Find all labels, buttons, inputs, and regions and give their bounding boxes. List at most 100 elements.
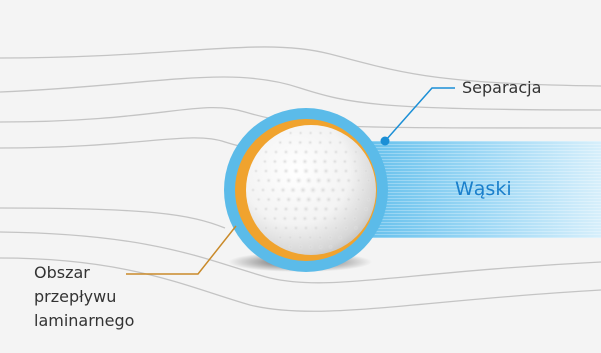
ball-dimple (343, 168, 349, 174)
ball-dimple (273, 168, 279, 174)
ball-dimple (333, 206, 339, 212)
ball-dimple (302, 205, 309, 212)
ball-dimple (272, 216, 278, 222)
ball-dimple (288, 245, 293, 250)
laminar-label-line2: przepływu (34, 287, 116, 306)
golf-ball-icon (246, 125, 376, 255)
ball-dimple (342, 159, 348, 165)
laminar-label-line1: Obszar (34, 263, 90, 282)
ball-dimple (335, 196, 342, 203)
ball-dimple (305, 196, 313, 204)
ball-dimple (288, 140, 293, 145)
ball-dimple (293, 206, 300, 213)
ball-dimple (292, 215, 298, 221)
ball-dimple (364, 207, 369, 212)
ball-dimple (270, 187, 276, 193)
ball-dimple (280, 187, 287, 194)
ball-dimple (353, 206, 358, 211)
ball-dimple (266, 197, 272, 203)
ball-dimple (293, 168, 300, 175)
ball-dimple (305, 177, 313, 185)
ball-dimple (262, 216, 267, 221)
ball-dimple (332, 215, 338, 221)
ball-dimple (307, 140, 313, 146)
ball-dimple (298, 131, 303, 136)
ball-dimple (322, 215, 328, 221)
ball-dimple (285, 196, 292, 203)
ball-dimple (352, 159, 357, 164)
ball-dimple (283, 168, 289, 174)
ball-dimple (319, 186, 327, 194)
ball-dimple (278, 140, 283, 145)
ball-dimple (343, 149, 348, 154)
ball-dimple (303, 225, 309, 231)
ball-dimple (297, 140, 302, 145)
ball-dimple (325, 177, 332, 184)
ball-dimple (276, 196, 282, 202)
ball-dimple (366, 178, 371, 183)
ball-dimple (272, 159, 278, 165)
ball-dimple (356, 197, 361, 202)
ball-dimple (356, 178, 361, 183)
ball-dimple (263, 168, 268, 173)
ball-dimple (332, 158, 338, 164)
ball-dimple (313, 149, 319, 155)
ball-dimple (302, 167, 309, 174)
ball-dimple (323, 168, 330, 175)
ball-dimple (318, 131, 323, 136)
ball-dimple (352, 216, 357, 221)
ball-dimple (313, 225, 319, 231)
ball-dimple (354, 150, 359, 155)
ball-dimple (308, 245, 313, 250)
ball-dimple (254, 207, 259, 212)
ball-dimple (343, 206, 349, 212)
ball-dimple (317, 235, 322, 240)
ball-dimple (297, 235, 302, 240)
ball-dimple (251, 188, 256, 193)
ball-dimple (283, 225, 289, 231)
ball-dimple (293, 225, 299, 231)
ball-dimple (315, 196, 323, 204)
laminar-label-line3: laminarnego (34, 311, 134, 330)
ball-dimple (366, 197, 371, 202)
ball-dimple (340, 187, 346, 193)
ball-dimple (318, 245, 323, 250)
ball-dimple (282, 158, 288, 164)
ball-dimple (288, 235, 293, 240)
ball-dimple (256, 178, 261, 183)
wake-label: Wąski (455, 178, 512, 200)
ball-dimple (328, 131, 333, 136)
ball-dimple (307, 235, 313, 241)
ball-dimple (333, 225, 339, 231)
ball-dimple (309, 186, 317, 194)
ball-dimple (346, 177, 352, 183)
ball-dimple (343, 225, 348, 230)
ball-dimple (342, 216, 348, 222)
ball-dimple (283, 149, 289, 155)
ball-dimple (273, 206, 279, 212)
ball-dimple (273, 149, 278, 154)
ball-dimple (303, 149, 309, 155)
ball-dimple (266, 178, 272, 184)
ball-dimple (338, 235, 343, 240)
ball-dimple (260, 187, 265, 192)
separation-point (381, 137, 390, 146)
ball-dimple (346, 196, 352, 202)
ball-dimple (282, 215, 288, 221)
ball-dimple (254, 169, 259, 174)
ball-dimple (298, 245, 303, 250)
ball-dimple (289, 186, 296, 193)
ball-dimple (299, 186, 307, 194)
ball-dimple (312, 215, 319, 222)
ball-dimple (263, 206, 268, 211)
ball-dimple (262, 159, 267, 164)
ball-dimple (322, 158, 328, 164)
ball-dimple (302, 158, 309, 165)
ball-dimple (350, 187, 356, 193)
ball-dimple (329, 186, 336, 193)
ball-dimple (308, 131, 313, 136)
ball-dimple (333, 168, 339, 174)
ball-dimple (325, 196, 332, 203)
ball-dimple (335, 177, 342, 184)
